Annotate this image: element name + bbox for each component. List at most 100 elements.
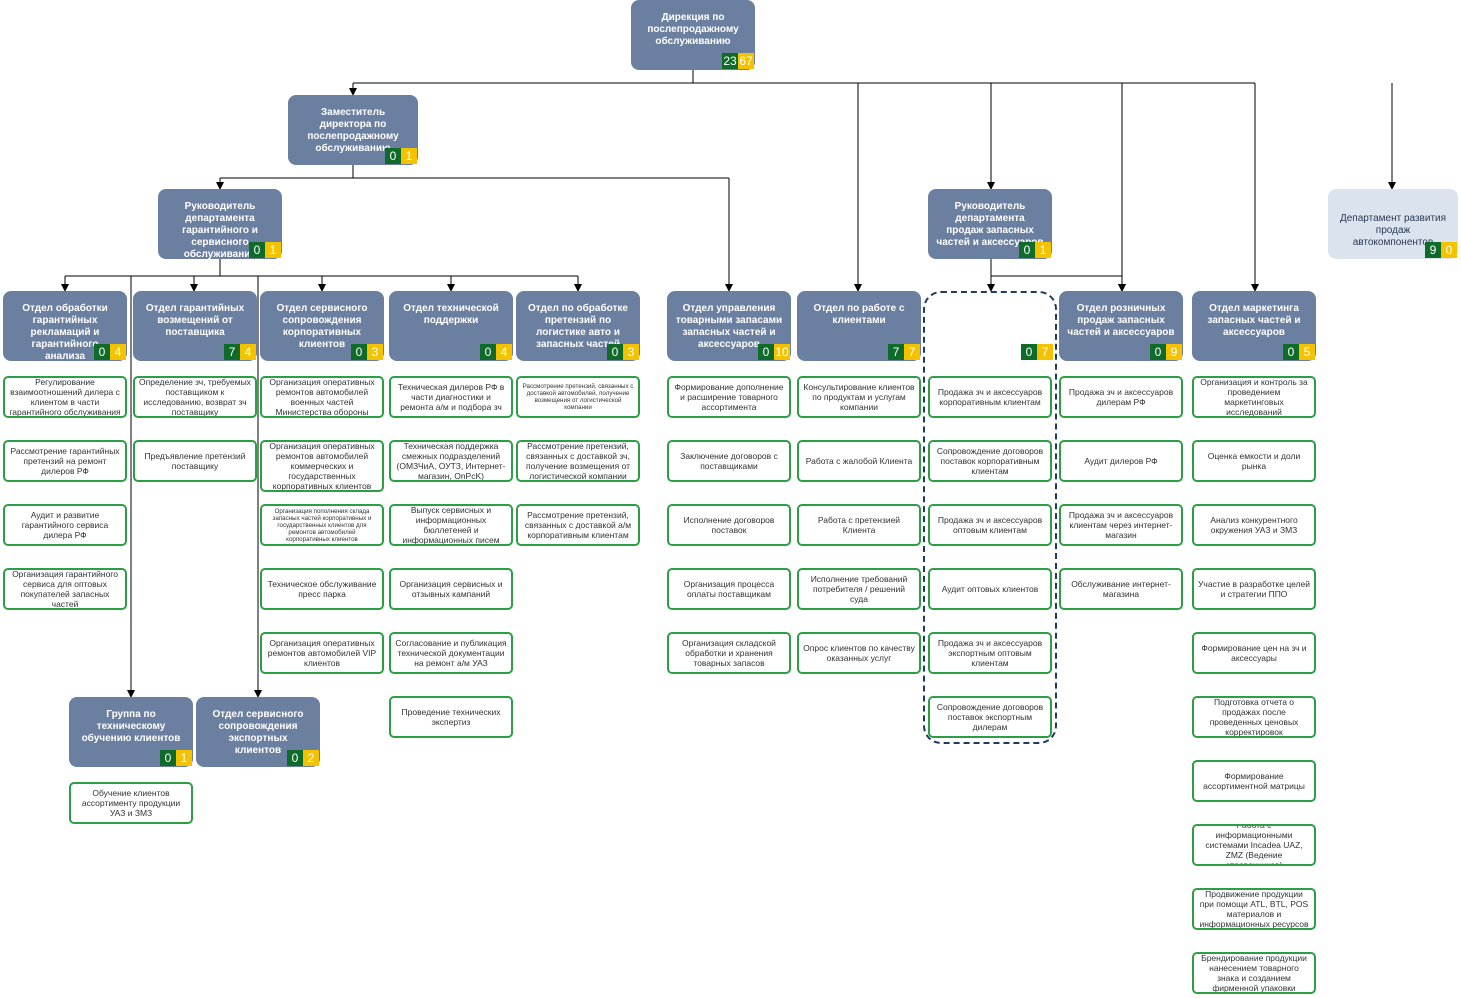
function-box-corp-blank: Сопровождение договоров поставок экспорт… bbox=[928, 696, 1052, 738]
headcount-planned: 1 bbox=[265, 242, 281, 258]
function-box-clients: Исполнение требований потребителя / реше… bbox=[797, 568, 921, 610]
function-box-marketing: Формирование ассортиментной матрицы bbox=[1192, 760, 1316, 802]
unit-title: Отдел по работе с клиентами bbox=[813, 303, 905, 326]
corporate-sales-group-outline bbox=[923, 291, 1057, 744]
function-box-clients: Консультирование клиентов по продуктам и… bbox=[797, 376, 921, 418]
function-box-claims: Регулирование взаимоотношений дилера с к… bbox=[3, 376, 127, 418]
headcount-planned: 9 bbox=[1166, 344, 1182, 360]
function-box-stock: Исполнение договоров поставок bbox=[667, 504, 791, 546]
unit-title: Отдел технической поддержки bbox=[403, 303, 499, 326]
function-box-logclaims: Рассмотрение претензий, связанных с дост… bbox=[516, 504, 640, 546]
function-box-tech: Проведение технических экспертиз bbox=[389, 696, 513, 738]
function-box-stock: Организация процесса оплаты поставщикам bbox=[667, 568, 791, 610]
function-box-logclaims: Рассмотрение претензий, связанных с дост… bbox=[516, 440, 640, 482]
headcount-current: 0 bbox=[480, 344, 496, 360]
headcount-planned: 0 bbox=[1441, 242, 1457, 258]
unit-title: Департамент развития продаж автокомпонен… bbox=[1339, 213, 1447, 248]
headcount-planned: 10 bbox=[774, 344, 790, 360]
unit-stock: Отдел управления товарными запасами запа… bbox=[667, 291, 791, 361]
headcount-planned: 3 bbox=[623, 344, 639, 360]
unit-title: Руководитель департамента гарантийного и… bbox=[182, 201, 258, 260]
unit-title: Группа по техническому обучению клиентов bbox=[81, 709, 181, 744]
function-box-clients: Работа с жалобой Клиента bbox=[797, 440, 921, 482]
function-box-service: Организация оперативных ремонтов автомоб… bbox=[260, 632, 384, 674]
function-box-marketing: Продвижение продукции при помощи ATL, BT… bbox=[1192, 888, 1316, 930]
function-box-retail: Аудит дилеров РФ bbox=[1059, 440, 1183, 482]
unit-service: Отдел сервисного сопровождения корпорати… bbox=[260, 291, 384, 361]
function-box-tech: Организация сервисных и отзывных кампани… bbox=[389, 568, 513, 610]
function-box-stock: Заключение договоров с поставщиками bbox=[667, 440, 791, 482]
function-box-tech: Согласование и публикация технической до… bbox=[389, 632, 513, 674]
headcount-planned: 4 bbox=[240, 344, 256, 360]
function-box-marketing: Участие в разработке целей и стратегии П… bbox=[1192, 568, 1316, 610]
function-box-stock: Организация складской обработки и хранен… bbox=[667, 632, 791, 674]
unit-reimb: Отдел гарантийных возмещений от поставщи… bbox=[133, 291, 257, 361]
unit-title: Отдел обработки гарантийных рекламаций и… bbox=[22, 303, 108, 362]
function-box-marketing: Оценка емкости и доли рынка bbox=[1192, 440, 1316, 482]
function-box-corp-blank: Сопровождение договоров поставок корпора… bbox=[928, 440, 1052, 482]
function-box-marketing: Анализ конкурентного окружения УАЗ и ЗМЗ bbox=[1192, 504, 1316, 546]
function-box-marketing: Формирование цен на зч и аксессуары bbox=[1192, 632, 1316, 674]
headcount-current: 0 bbox=[1283, 344, 1299, 360]
headcount-current: 0 bbox=[160, 750, 176, 766]
headcount-current: 0 bbox=[758, 344, 774, 360]
function-box-clients: Работа с претензией Клиента bbox=[797, 504, 921, 546]
function-box-marketing: Организация и контроль за проведением ма… bbox=[1192, 376, 1316, 418]
unit-title: Заместитель директора по послепродажному… bbox=[307, 107, 399, 154]
function-box-retail: Продажа зч и аксессуаров клиентам через … bbox=[1059, 504, 1183, 546]
function-box-clients: Опрос клиентов по качеству оказанных усл… bbox=[797, 632, 921, 674]
headcount-current: 0 bbox=[1150, 344, 1166, 360]
headcount-planned: 1 bbox=[176, 750, 192, 766]
headcount-current: 0 bbox=[94, 344, 110, 360]
unit-deputy: Заместитель директора по послепродажному… bbox=[288, 95, 418, 165]
function-box-reimb: Предъявление претензий поставщику bbox=[133, 440, 257, 482]
unit-claims: Отдел обработки гарантийных рекламаций и… bbox=[3, 291, 127, 362]
function-box-marketing: Подготовка отчета о продажах после прове… bbox=[1192, 696, 1316, 738]
function-box-claims: Рассмотрение гарантийных претензий на ре… bbox=[3, 440, 127, 482]
headcount-current: 0 bbox=[249, 242, 265, 258]
unit-autocomp: Департамент развития продаж автокомпонен… bbox=[1328, 189, 1458, 259]
function-box-retail: Обслуживание интернет-магазина bbox=[1059, 568, 1183, 610]
unit-title: Отдел по обработке претензий по логистик… bbox=[528, 303, 628, 350]
headcount-current: 7 bbox=[888, 344, 904, 360]
function-box-tech: Техническая поддержка смежных подразделе… bbox=[389, 440, 513, 482]
unit-logclaims: Отдел по обработке претензий по логистик… bbox=[516, 291, 640, 361]
function-box-service: Организация оперативных ремонтов автомоб… bbox=[260, 376, 384, 418]
function-box-service: Организация пополнения склада запасных ч… bbox=[260, 504, 384, 546]
headcount-current: 7 bbox=[224, 344, 240, 360]
unit-title: Отдел гарантийных возмещений от поставщи… bbox=[145, 303, 245, 338]
function-box-corp-blank: Аудит оптовых клиентов bbox=[928, 568, 1052, 610]
unit-export: Отдел сервисного сопровождения экспортны… bbox=[196, 697, 320, 767]
function-box-corp-blank: Продажа зч и аксессуаров экспортным опто… bbox=[928, 632, 1052, 674]
headcount-current: 9 bbox=[1425, 242, 1441, 258]
headcount-planned: 1 bbox=[1035, 242, 1051, 258]
headcount-planned: 5 bbox=[1299, 344, 1315, 360]
unit-title: Отдел розничных продаж запасных частей и… bbox=[1067, 303, 1175, 338]
function-box-corp-blank: Продажа зч и аксессуаров оптовым клиента… bbox=[928, 504, 1052, 546]
headcount-planned: 7 bbox=[904, 344, 920, 360]
headcount-planned: 2 bbox=[303, 750, 319, 766]
function-box-stock: Формирование дополнение и расширение тов… bbox=[667, 376, 791, 418]
function-box-retail: Продажа зч и аксессуаров дилерам РФ bbox=[1059, 376, 1183, 418]
function-box-reimb: Определение зч, требуемых поставщиком к … bbox=[133, 376, 257, 418]
headcount-planned: 4 bbox=[110, 344, 126, 360]
function-box-service: Организация оперативных ремонтов автомоб… bbox=[260, 440, 384, 492]
unit-title: Отдел сервисного сопровождения экспортны… bbox=[212, 709, 304, 756]
function-box-marketing: Брендирование продукции нанесением товар… bbox=[1192, 952, 1316, 994]
